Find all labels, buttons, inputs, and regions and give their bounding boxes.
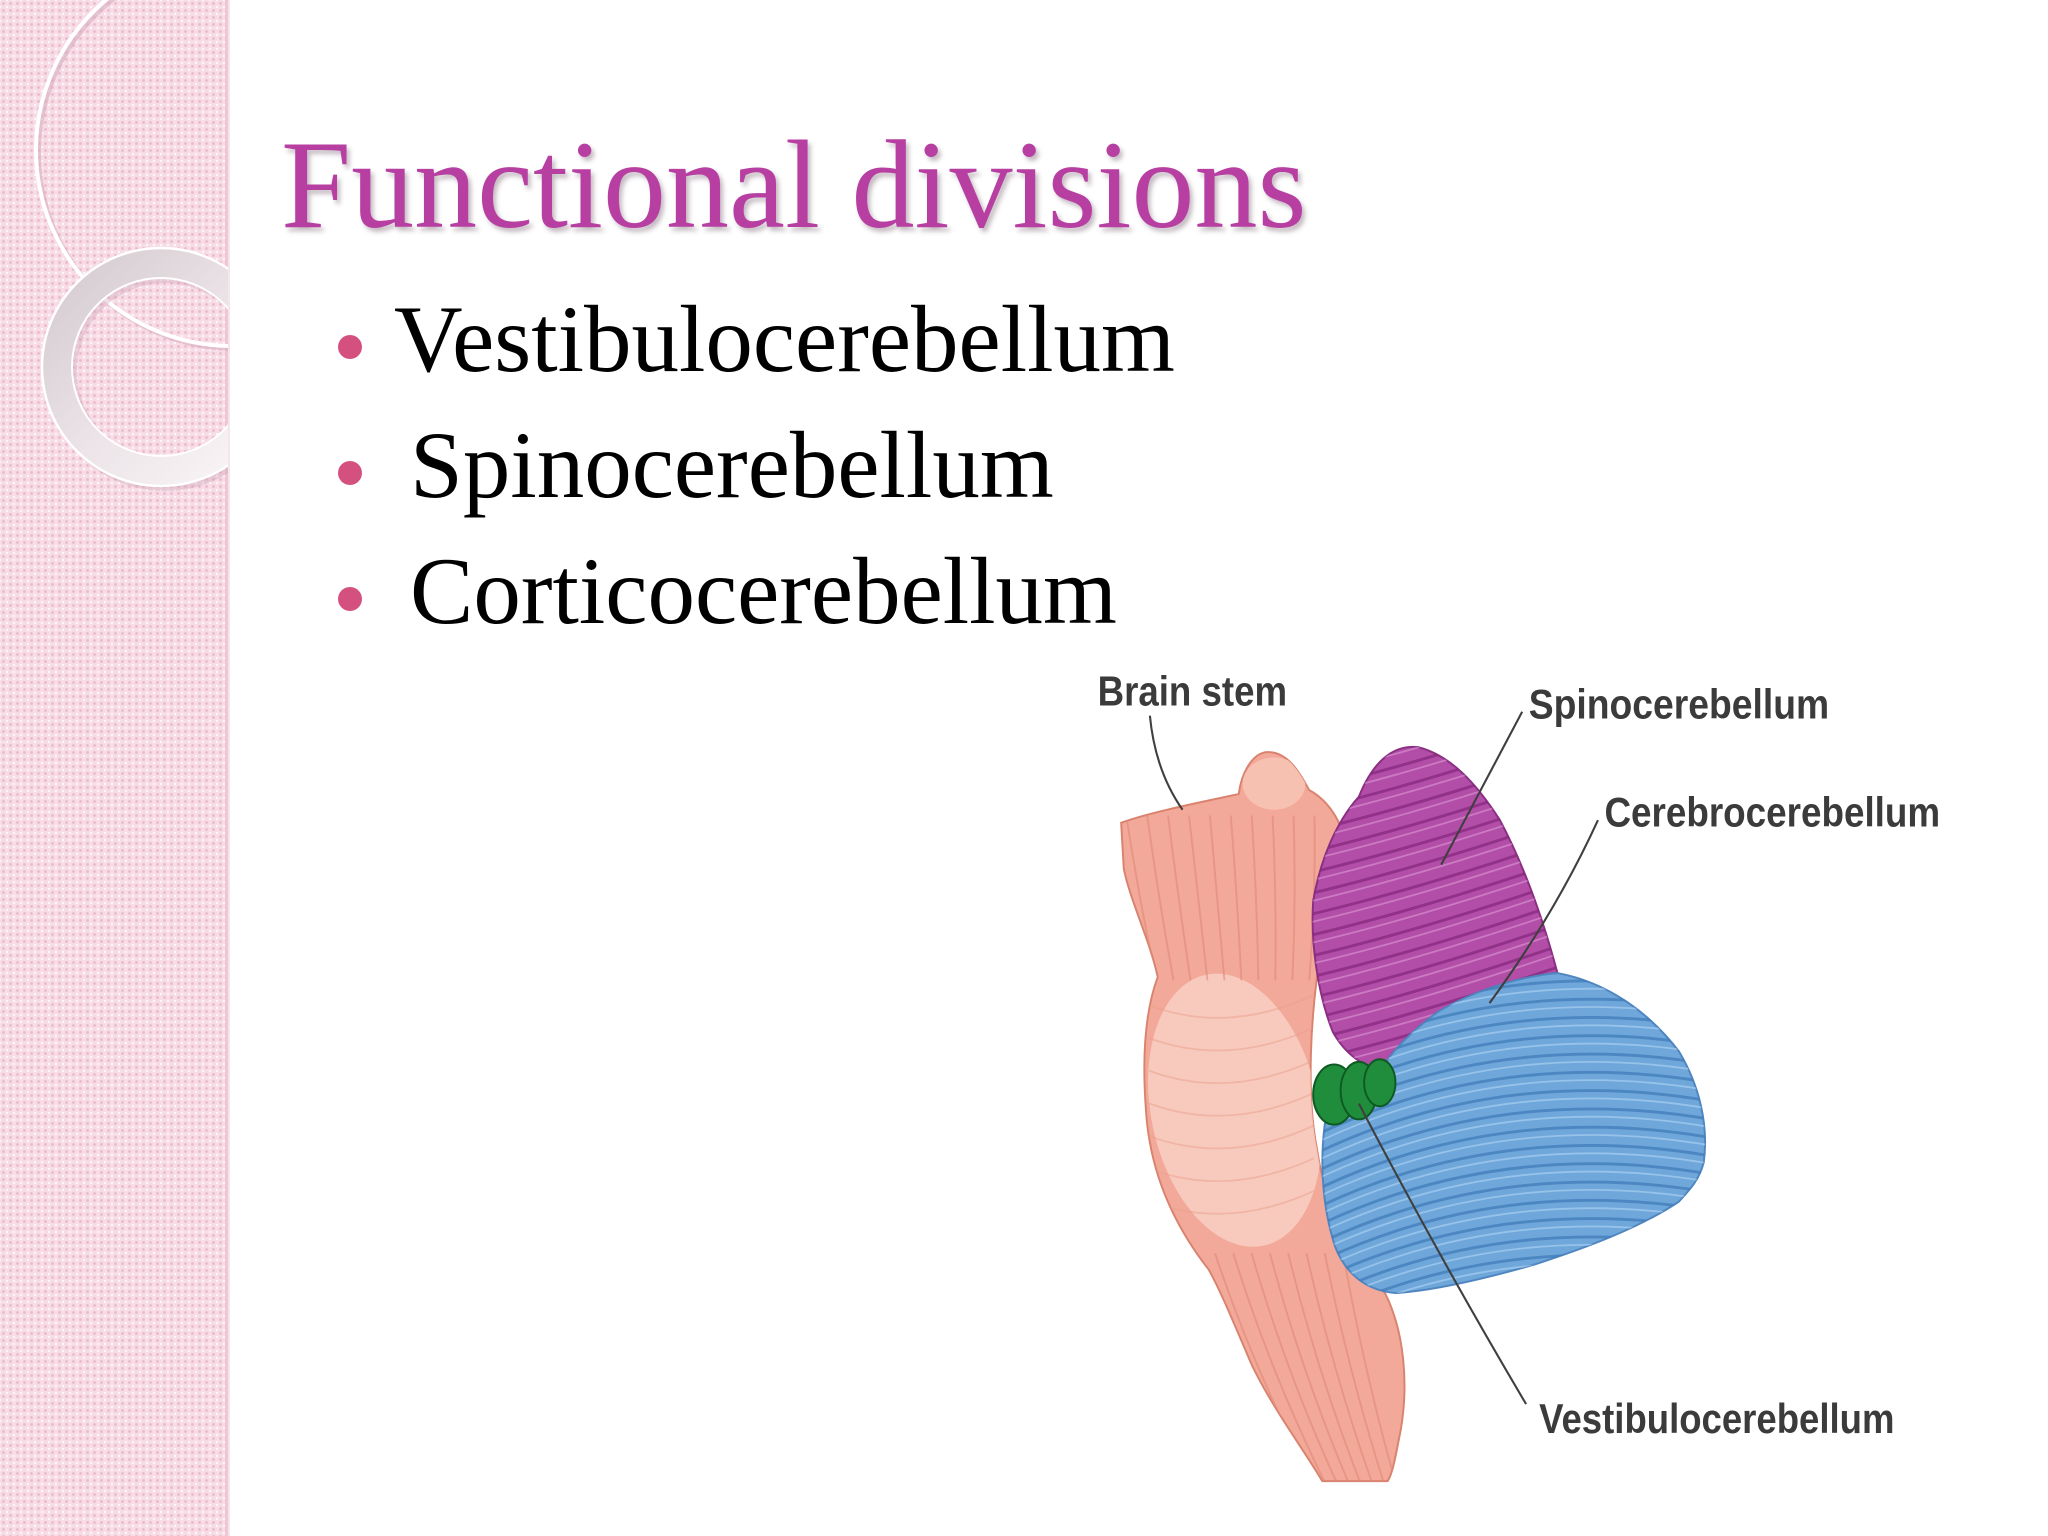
cerebrocerebellum-folium xyxy=(1322,1115,1706,1182)
bullet-item: Vestibulocerebellum xyxy=(0,292,1200,418)
spinocerebellum-folium xyxy=(1312,905,1558,989)
pons-fiber xyxy=(1148,1059,1315,1085)
brain-stem-fiber xyxy=(1167,815,1192,981)
bullet-item: Corticocerebellum xyxy=(0,544,1200,670)
brain-stem-shading xyxy=(1125,757,1397,1482)
brain-stem-label: Brain stem xyxy=(1098,667,1287,714)
pons-fiber xyxy=(1148,1157,1315,1183)
ring-outer-edge xyxy=(40,246,228,488)
brain-stem-striations xyxy=(1125,815,1397,1482)
bullet-item: Spinocerebellum xyxy=(0,418,1200,544)
midbrain-highlight xyxy=(1242,757,1306,810)
cerebrocerebellum-folium xyxy=(1322,1089,1706,1157)
brain-stem-fiber xyxy=(1271,815,1277,981)
bullet-text: Vestibulocerebellum xyxy=(394,286,1175,392)
cerebrocerebellum-folium xyxy=(1322,1207,1706,1274)
bullet-text: Corticocerebellum xyxy=(410,538,1117,644)
cerebrocerebellum-folium xyxy=(1322,1188,1706,1255)
medulla-fiber xyxy=(1305,1252,1373,1482)
bullet-list: Vestibulocerebellum Spinocerebellum Cort… xyxy=(0,292,1200,670)
cerebrocerebellum-folium xyxy=(1322,1079,1706,1146)
brain-stem-fiber xyxy=(1229,815,1243,981)
pons-fiber xyxy=(1148,1124,1315,1150)
pons-fiber xyxy=(1148,1092,1315,1117)
cerebrocerebellum-folium xyxy=(1322,1097,1706,1164)
medulla-fiber xyxy=(1250,1252,1338,1482)
medulla-fiber xyxy=(1342,1252,1397,1482)
spinocerebellum-folium xyxy=(1312,938,1558,1023)
cerebrocerebellum-folium xyxy=(1322,1107,1706,1175)
side-decoration-strip xyxy=(0,0,228,1536)
spinocerebellum-label: Spinocerebellum xyxy=(1529,680,1829,727)
bullet-text: Spinocerebellum xyxy=(410,412,1054,518)
pons-fiber xyxy=(1148,994,1315,1019)
large-circle-shadow xyxy=(37,0,228,351)
strip-divider xyxy=(228,0,230,1536)
cerebrocerebellum-folium xyxy=(1322,1198,1706,1266)
brain-stem-fiber xyxy=(1188,815,1209,981)
ring-inner-edge xyxy=(71,277,228,457)
brain-stem-leader-line xyxy=(1148,715,1184,811)
cerebrocerebellum-folium xyxy=(1322,1125,1706,1193)
vestibulocerebellum-leader-line xyxy=(1357,1103,1527,1405)
medulla-fiber xyxy=(1287,1252,1362,1482)
slide-title: Functional divisions xyxy=(281,116,1307,255)
cerebrocerebellum-folium xyxy=(1322,1144,1706,1211)
nodulus-lobe xyxy=(1363,1058,1397,1108)
spinocerebellum-folium xyxy=(1312,926,1558,1010)
cerebrocerebellum-folium xyxy=(1322,1152,1706,1219)
cerebrocerebellum-folium xyxy=(1322,1134,1706,1200)
bullet-dot-icon xyxy=(338,335,362,359)
vestibulocerebellum-label: Vestibulocerebellum xyxy=(1539,1395,1894,1442)
spinocerebellum-folium xyxy=(1312,947,1558,1031)
brain-stem-fiber xyxy=(1250,815,1260,981)
ring xyxy=(42,248,228,486)
medulla-fiber xyxy=(1269,1252,1350,1482)
pons-fiber xyxy=(1148,1026,1315,1052)
cerebrocerebellum-label: Cerebrocerebellum xyxy=(1604,789,1940,836)
brain-stem-fiber xyxy=(1291,815,1296,981)
cerebrocerebellum-leader-line xyxy=(1488,819,1599,1004)
cerebrocerebellum-folium xyxy=(1322,1170,1706,1237)
brain-stem-fiber xyxy=(1146,815,1175,981)
medulla-fiber xyxy=(1232,1252,1326,1482)
spinocerebellum-leader-line xyxy=(1440,711,1524,866)
spinocerebellum-folium xyxy=(1312,897,1558,981)
vestibulocerebellum-region xyxy=(1312,1058,1397,1126)
bullet-dot-icon xyxy=(338,587,362,611)
bullet-dot-icon xyxy=(338,461,362,485)
cerebrocerebellum-folium xyxy=(1322,1180,1706,1248)
cerebellum-illustration: Brain stem Spinocerebellum Cerebrocerebe… xyxy=(1098,667,1940,1483)
cerebrocerebellum-folium xyxy=(1322,1162,1706,1230)
large-circle xyxy=(34,0,228,348)
medulla-fiber xyxy=(1323,1252,1385,1482)
decorative-circles xyxy=(34,0,228,491)
brain-stem-fiber xyxy=(1208,815,1226,981)
